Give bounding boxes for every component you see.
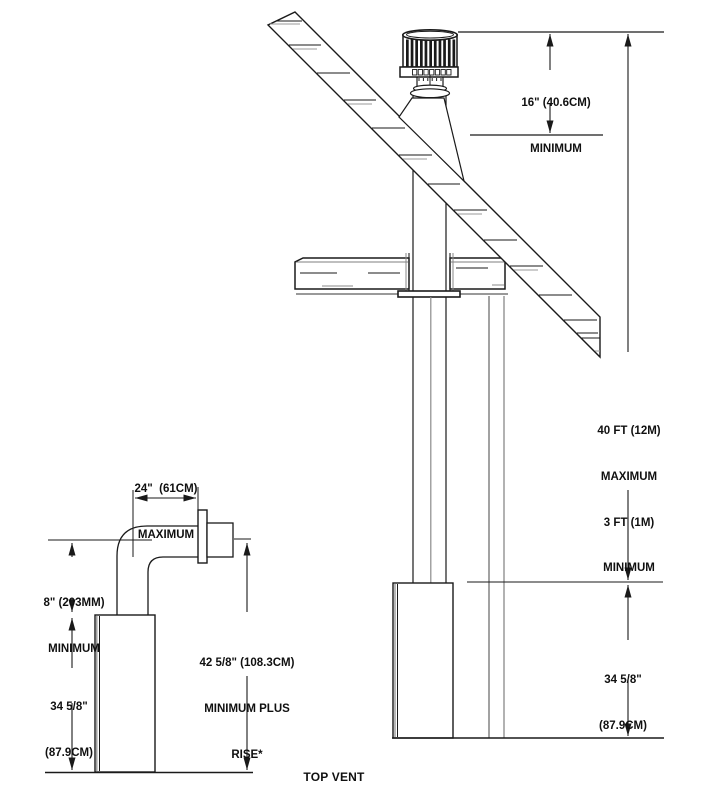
dimension-label-roof-clearance: 16" (40.6CM) MINIMUM	[521, 97, 591, 156]
dimension-label-horizontal-run: 24" (61CM) MAXIMUM	[134, 483, 198, 542]
dimension-label-total-height: 42 5/8" (108.3CM) MINIMUM PLUS RISE*	[199, 657, 295, 761]
left-diagram	[45, 487, 253, 774]
appliance-right	[392, 582, 454, 739]
firestop-plate	[397, 290, 461, 298]
dimension-label-min-rise: 8" (203MM) MINIMUM	[43, 597, 105, 656]
wall-thimble-plate	[197, 509, 208, 564]
storm-collar-lower	[409, 88, 451, 99]
vent-stub	[206, 522, 234, 558]
wall-lines	[488, 296, 505, 738]
ceiling-joists	[294, 253, 508, 295]
dimension-label-vent-height: 40 FT (12M) MAXIMUM 3 FT (1M) MINIMUM	[597, 425, 661, 575]
vent-elbow-inner	[147, 556, 198, 615]
dimension-label-appliance-height-right: 34 5/8" (87.9CM)	[599, 674, 647, 733]
vent-cap-louvers	[406, 39, 456, 67]
dimension-label-appliance-height-left: 34 5/8" (87.9CM)	[45, 701, 93, 760]
figure-caption: TOP VENT	[303, 770, 365, 784]
vent-cap-band-pattern	[412, 69, 452, 76]
appliance-left	[94, 614, 156, 773]
dimension-lines-right	[392, 31, 664, 739]
vent-cap	[399, 28, 459, 99]
roof	[266, 11, 601, 359]
vent-elbow-outer	[116, 525, 198, 615]
